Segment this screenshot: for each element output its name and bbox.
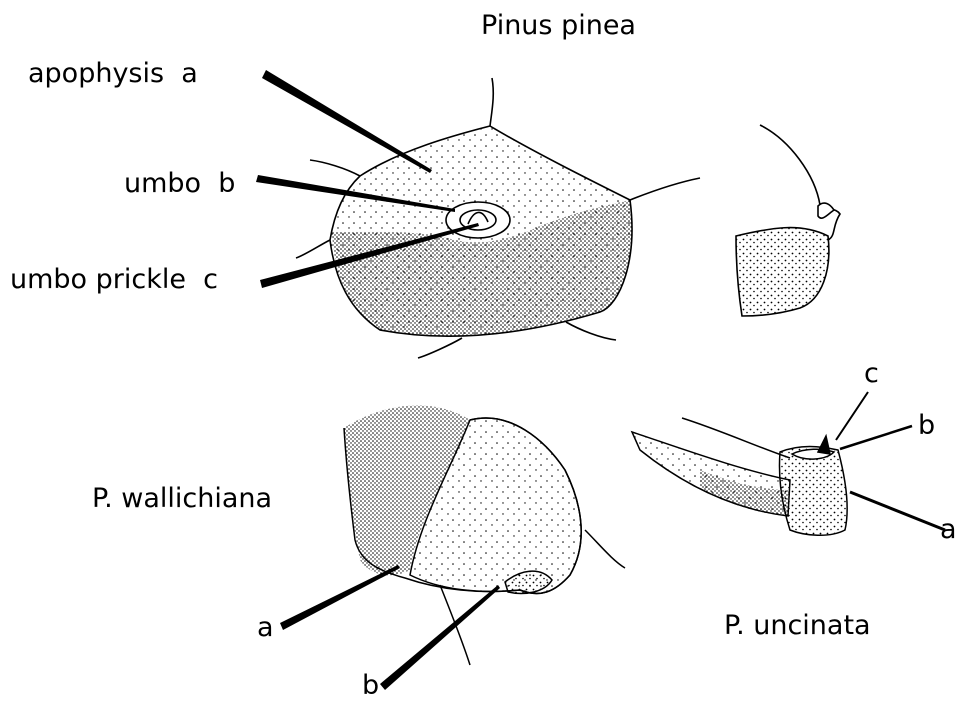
label-umbo-term: umbo <box>124 168 201 199</box>
label-umbo-prickle-letter: c <box>203 264 218 295</box>
uncinata-title: P. uncinata <box>724 612 871 639</box>
label-apophysis: apophysis a <box>28 60 198 87</box>
wallichiana-scale-drawing <box>344 405 625 665</box>
pinea-side-top <box>760 125 840 240</box>
pinea-scale-drawing <box>296 78 840 358</box>
uncinata-stalk-top <box>682 418 790 458</box>
pinea-bottom-right-ridge <box>566 322 616 340</box>
pinea-lower-left-ridge <box>296 240 330 258</box>
wallichiana-title: P. wallichiana <box>92 485 272 512</box>
wallichiana-letter-b: b <box>362 672 379 699</box>
pointer-uncinata-c <box>836 392 868 440</box>
pointer-wallichiana-b <box>380 585 500 690</box>
label-umbo: umbo b <box>124 170 235 197</box>
pinea-side-umbo <box>818 203 834 218</box>
wallichiana-right-edge <box>585 530 625 568</box>
pinea-side-outline <box>736 228 829 316</box>
label-umbo-letter: b <box>218 168 235 199</box>
pointer-uncinata-b <box>840 426 912 449</box>
pointer-a-apophysis <box>262 70 432 173</box>
uncinata-letter-c: c <box>864 360 879 387</box>
pinea-bottom-left-ridge <box>418 338 462 358</box>
uncinata-prickle <box>818 436 830 454</box>
pointer-uncinata-a <box>850 492 945 530</box>
label-apophysis-letter: a <box>181 58 198 89</box>
uncinata-letter-b: b <box>918 412 935 439</box>
uncinata-letter-a: a <box>940 516 957 543</box>
label-umbo-prickle: umbo prickle c <box>10 266 218 293</box>
pinea-left-ridge <box>310 160 360 176</box>
label-apophysis-term: apophysis <box>28 58 164 89</box>
pinea-title: Pinus pinea <box>481 12 636 39</box>
label-umbo-prickle-term: umbo prickle <box>10 264 186 295</box>
pinea-top-ridge <box>490 78 493 126</box>
wallichiana-letter-a: a <box>257 614 274 641</box>
pointer-wallichiana-a <box>280 565 400 630</box>
uncinata-scale-drawing <box>632 418 847 535</box>
pinea-right-ridge <box>630 178 700 200</box>
